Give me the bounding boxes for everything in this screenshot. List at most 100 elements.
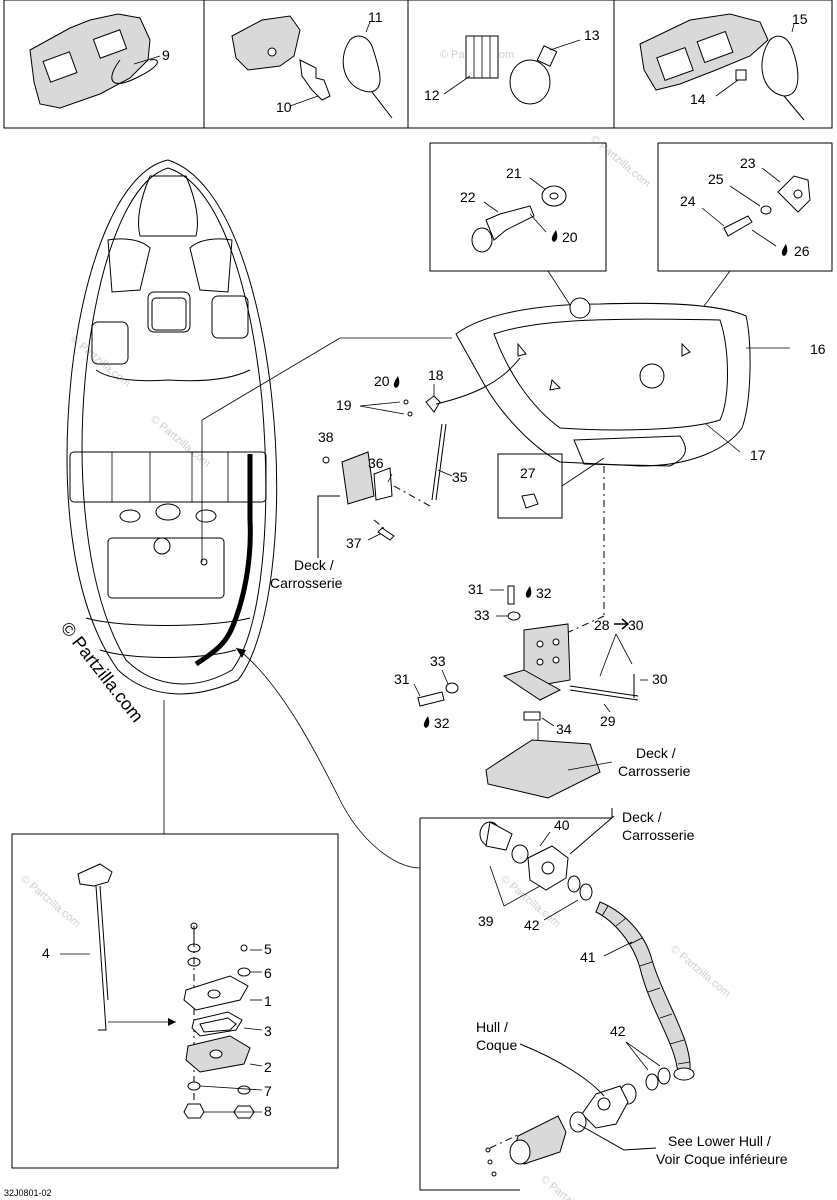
callout-28: 28 bbox=[594, 617, 610, 633]
bow-deck bbox=[137, 175, 199, 237]
hull-outline bbox=[66, 159, 278, 695]
callout-38: 38 bbox=[318, 429, 334, 445]
box-bracket bbox=[419, 818, 520, 1191]
drop-icon bbox=[551, 230, 558, 242]
callout-2: 2 bbox=[264, 1059, 272, 1075]
lid-seal-17 bbox=[493, 318, 728, 431]
cable-tie bbox=[111, 59, 158, 84]
deck-label-2b: Carrosserie bbox=[618, 763, 691, 779]
watercraft-top-view bbox=[66, 159, 452, 695]
gas-spring-35 bbox=[431, 423, 443, 501]
callout-30b: 30 bbox=[652, 671, 668, 687]
drain-hose-assembly: 40 Deck / Carrosserie 39 42 41 42 Hull /… bbox=[419, 808, 788, 1191]
callout-32b: 32 bbox=[434, 715, 450, 731]
deck-fragment bbox=[485, 739, 601, 799]
callout-39: 39 bbox=[478, 913, 494, 929]
detail-box-23-26: 23 25 24 26 bbox=[657, 142, 833, 272]
callout-31: 31 bbox=[468, 581, 484, 597]
callout-8: 8 bbox=[264, 1103, 272, 1119]
deck-label-3: Deck / bbox=[622, 809, 662, 825]
box-clip-14-15 bbox=[613, 0, 833, 129]
faint-watermark: © Partzilla.com bbox=[588, 133, 652, 190]
detail-box bbox=[657, 142, 833, 272]
callout-13: 13 bbox=[584, 27, 600, 43]
detail-box-27: 27 bbox=[497, 453, 605, 519]
callout-3: 3 bbox=[264, 1023, 272, 1039]
detail-box-21-22: 21 22 20 bbox=[429, 142, 607, 272]
callout-36: 36 bbox=[368, 455, 384, 471]
faint-watermark: © Partzilla.com bbox=[18, 873, 82, 930]
hull-label: Hull / bbox=[476, 1019, 508, 1035]
detail-box bbox=[497, 453, 563, 519]
callout-10: 10 bbox=[276, 99, 292, 115]
callout-25: 25 bbox=[708, 171, 724, 187]
right-arrow-icon bbox=[614, 618, 630, 630]
callout-21: 21 bbox=[506, 165, 522, 181]
bracket bbox=[92, 29, 128, 59]
callout-6: 6 bbox=[264, 965, 272, 981]
detail-box bbox=[11, 833, 339, 1169]
reference-code: 32J0801-02 bbox=[4, 1188, 52, 1198]
callout-31b: 31 bbox=[394, 671, 410, 687]
console bbox=[147, 291, 191, 333]
callout-30: 30 bbox=[628, 617, 644, 633]
callout-32: 32 bbox=[536, 585, 552, 601]
top-boxes: 9 10 11 12 13 14 15 bbox=[3, 0, 833, 129]
callout-42: 42 bbox=[524, 917, 540, 933]
bracket-plate bbox=[341, 451, 375, 505]
faint-watermark: © Partzilla.com bbox=[668, 943, 732, 1000]
see-lower-hull-b: Voir Coque inférieure bbox=[656, 1151, 788, 1167]
callout-17: 17 bbox=[750, 447, 766, 463]
plug-handle bbox=[77, 863, 113, 887]
faint-watermark: © Partzilla.com bbox=[148, 413, 212, 470]
callout-41: 41 bbox=[580, 949, 596, 965]
deck-label-3b: Carrosserie bbox=[622, 827, 695, 843]
hinge-assembly: 31 32 33 28 30 30 29 31 33 32 bbox=[394, 466, 691, 799]
drain-plug-box: 4 5 6 1 3 2 7 8 bbox=[11, 700, 339, 1169]
callout-20: 20 bbox=[562, 229, 578, 245]
detail-box bbox=[429, 142, 607, 272]
lid-16 bbox=[455, 302, 751, 467]
callout-23: 23 bbox=[740, 155, 756, 171]
panel-fragment bbox=[231, 15, 301, 71]
drop-icon bbox=[393, 376, 400, 388]
drain-hose-highlight bbox=[194, 454, 253, 667]
cable-tie bbox=[761, 35, 799, 97]
lid-support: 20 18 19 35 38 36 37 Deck / Carrosserie bbox=[270, 357, 521, 591]
callout-35: 35 bbox=[452, 469, 468, 485]
callout-4: 4 bbox=[42, 945, 50, 961]
cable-tie bbox=[342, 35, 381, 93]
push-rivet bbox=[299, 59, 331, 101]
clip bbox=[735, 69, 747, 81]
callout-15: 15 bbox=[792, 11, 808, 27]
callout-16: 16 bbox=[810, 341, 826, 357]
callout-40: 40 bbox=[554, 817, 570, 833]
watermark: © Partzilla.com bbox=[57, 618, 147, 726]
hose-41 bbox=[595, 901, 691, 1075]
callout-33b: 33 bbox=[430, 653, 446, 669]
callout-1: 1 bbox=[264, 993, 272, 1009]
callout-37: 37 bbox=[346, 535, 362, 551]
callout-22: 22 bbox=[460, 189, 476, 205]
callout-42b: 42 bbox=[610, 1023, 626, 1039]
callout-20b: 20 bbox=[374, 373, 390, 389]
storage-lid-assembly: 16 17 bbox=[455, 270, 826, 467]
faint-watermark: © Partzilla.com bbox=[538, 1173, 602, 1200]
callout-12: 12 bbox=[424, 87, 440, 103]
callout-11: 11 bbox=[368, 9, 383, 25]
callout-19: 19 bbox=[336, 397, 352, 413]
bracket bbox=[42, 51, 78, 83]
drop-icon bbox=[781, 244, 788, 256]
callout-27: 27 bbox=[520, 465, 536, 481]
deck-label-1: Deck / bbox=[294, 557, 334, 573]
storage-lid bbox=[107, 537, 225, 599]
cable-tie bbox=[509, 59, 551, 105]
hull-label-b: Coque bbox=[476, 1037, 517, 1053]
callout-7: 7 bbox=[264, 1083, 272, 1099]
callout-9: 9 bbox=[162, 47, 170, 63]
see-lower-hull: See Lower Hull / bbox=[668, 1133, 771, 1149]
callout-34: 34 bbox=[556, 721, 572, 737]
box-connector-12-13 bbox=[407, 0, 615, 129]
faint-watermark: © Partzilla.com bbox=[68, 333, 132, 390]
